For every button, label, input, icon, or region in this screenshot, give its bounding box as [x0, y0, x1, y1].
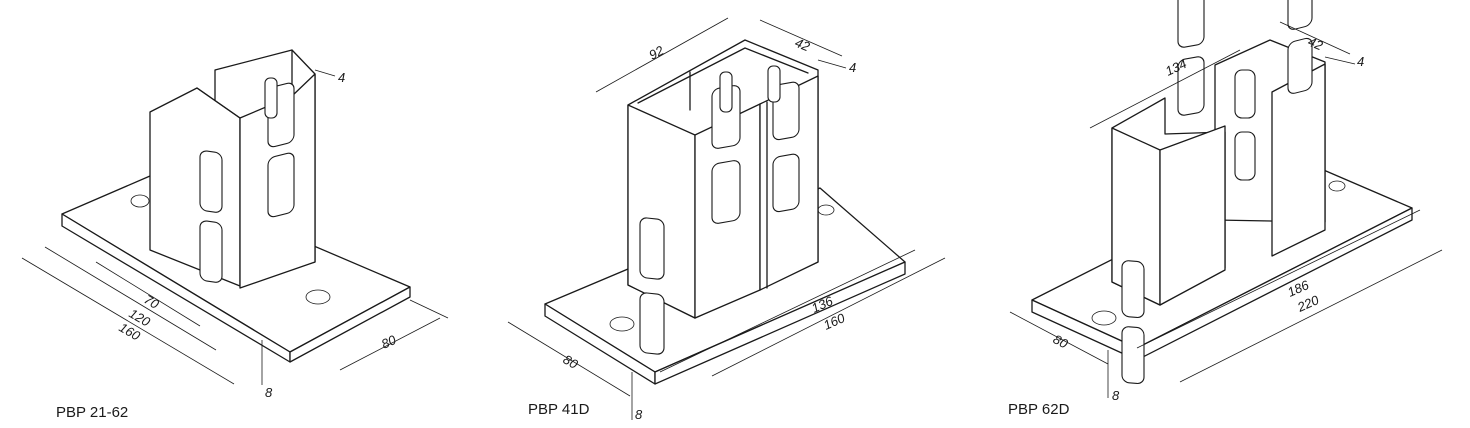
slot: [1121, 326, 1145, 385]
slot: [767, 65, 781, 103]
channel-post: [149, 49, 316, 289]
channel-post: [627, 39, 819, 355]
slot: [1234, 69, 1256, 119]
bolt-hole: [609, 316, 635, 332]
bolt-hole: [305, 289, 331, 305]
dim-label: 42: [1306, 34, 1326, 54]
bolt-hole: [1328, 180, 1346, 192]
bolt-hole: [1091, 310, 1117, 326]
figure-pbp-62d: 134 42 4 186 220 80 8 PBP 62D: [1008, 0, 1443, 418]
dim-label: 4: [338, 70, 345, 85]
dim-label: 80: [561, 352, 582, 373]
dim-label: 160: [821, 310, 848, 333]
dim-label: 80: [1051, 331, 1071, 351]
slot: [639, 217, 665, 280]
channel-post: [1111, 0, 1326, 385]
dim-label: 4: [849, 60, 856, 75]
dim-label: 70: [142, 292, 163, 313]
dim-label: 8: [265, 385, 273, 400]
figure-pbp-41d: 92 42 4 136 160 80 8 PBP 41D: [507, 17, 946, 422]
slot: [1287, 0, 1313, 30]
slot: [264, 77, 278, 119]
dim-label: 4: [1357, 54, 1364, 69]
slot: [199, 220, 223, 283]
figure-caption: PBP 62D: [1008, 401, 1070, 418]
dim-label: 8: [1112, 388, 1120, 403]
dim-label: 92: [646, 42, 666, 62]
slot: [1234, 131, 1256, 181]
slot: [772, 153, 800, 213]
dim-label: 80: [379, 332, 399, 352]
slot: [719, 71, 733, 113]
figure-pbp-21-62: 4 70 120 160 80 8 PBP 21-62: [21, 49, 449, 421]
slot: [267, 152, 295, 218]
slot: [1177, 0, 1205, 48]
slot: [1177, 56, 1205, 116]
dimensions: 92 42 4 136 160 80 8: [507, 17, 946, 422]
slot: [1121, 260, 1145, 319]
dimensions: 134 42 4 186 220 80 8: [1009, 21, 1443, 403]
figure-caption: PBP 41D: [528, 401, 590, 418]
dim-label: 8: [635, 407, 643, 422]
figure-caption: PBP 21-62: [56, 404, 128, 421]
slot: [711, 160, 741, 224]
slot: [639, 292, 665, 355]
slot: [199, 150, 223, 213]
dim-label: 42: [793, 35, 813, 55]
slot: [1287, 37, 1313, 94]
bolt-hole: [130, 194, 150, 208]
dimensions: 4 70 120 160 80 8: [21, 69, 449, 400]
